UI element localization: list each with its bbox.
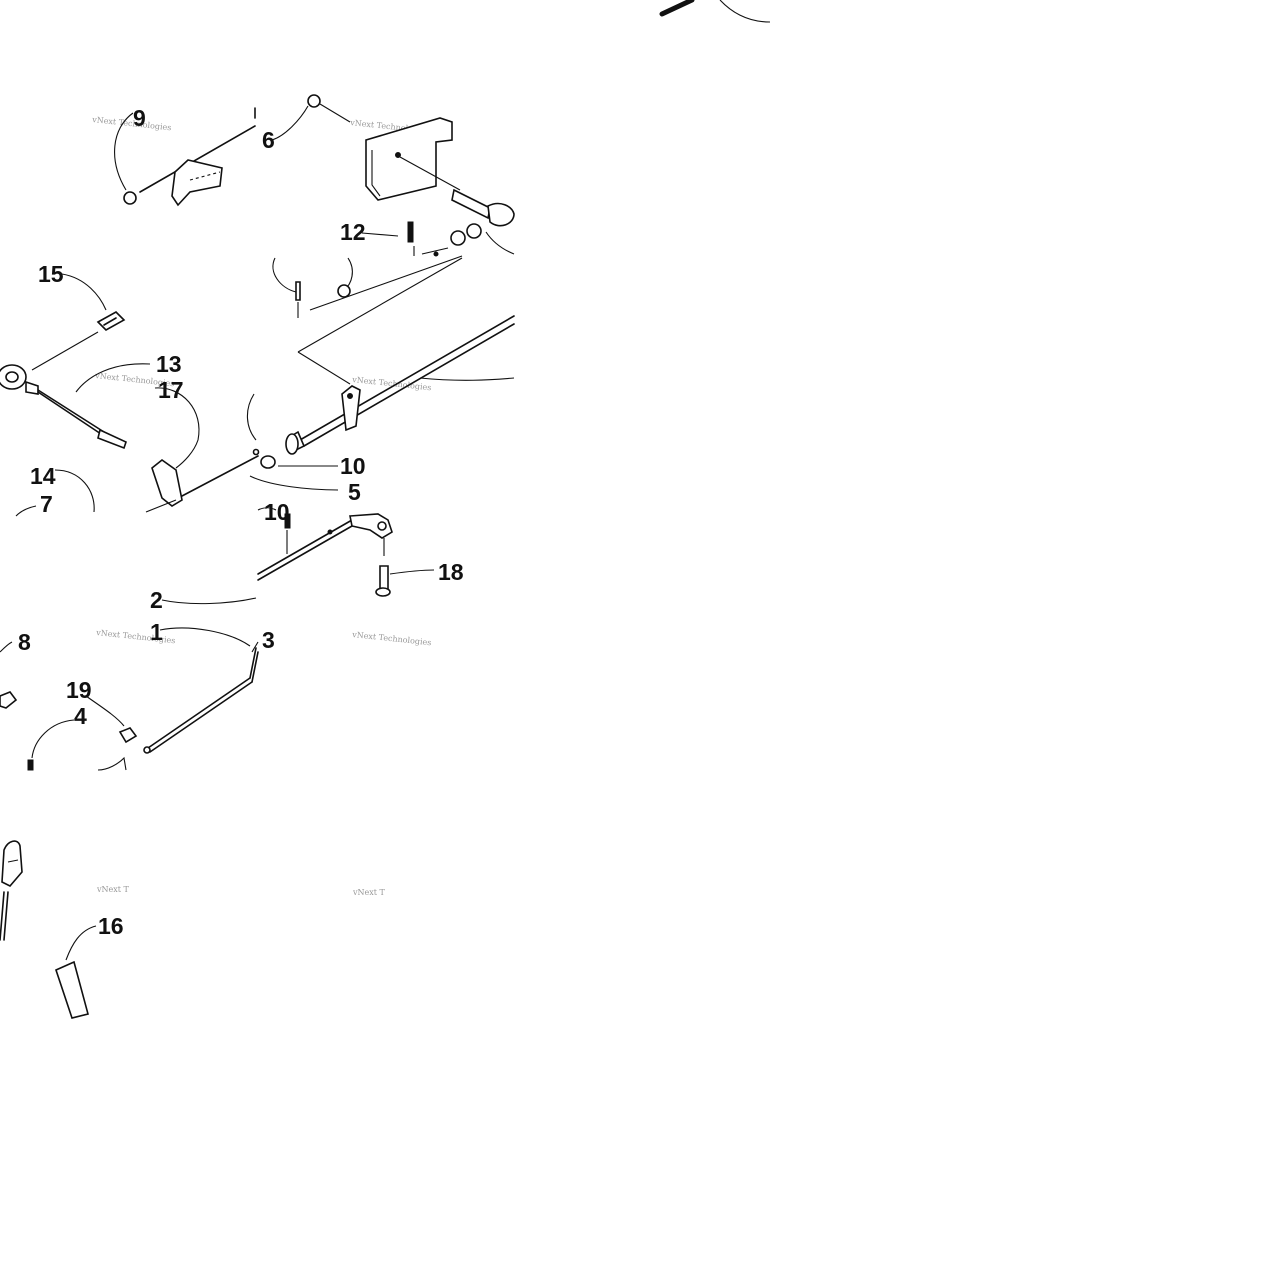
callout-15: 15 [38,261,64,287]
callout-13: 13 [156,351,182,377]
watermark: vNext Technologies [351,630,432,647]
callout-1: 1 [150,619,163,645]
callout-14: 14 [30,463,56,489]
watermark: vNext T [96,885,130,894]
callout-7: 7 [40,491,53,517]
part-13-linkage [0,363,259,513]
handle [0,840,23,941]
callout-3: 3 [262,627,275,653]
callout-10: 10 [340,453,366,479]
part-14-7-leaders [15,469,95,517]
watermark: vNext Technologies [91,115,172,132]
part-16-pad [55,925,97,1019]
callout-6: 6 [262,127,275,153]
callout-labels: 9 6 12 15 13 17 10 14 5 7 10 18 2 1 3 8 … [18,105,464,939]
callout-8: 8 [18,629,31,655]
callout-5: 5 [348,479,361,505]
callout-12: 12 [340,219,366,245]
main-shaft [246,315,515,491]
watermark: vNext Technologies [95,628,176,645]
part-18-lower-linkage [257,507,435,597]
top-fragment [659,0,771,23]
callout-16: 16 [98,913,124,939]
mounting-bracket [365,117,515,227]
callout-10-lower: 10 [264,499,290,525]
callout-17: 17 [158,377,184,403]
callout-18: 18 [438,559,464,585]
part-12-pin [361,221,515,257]
cotter-pin-assembly [272,255,463,353]
part-15-bolt [31,273,126,371]
part-9-lever [114,107,256,207]
callout-9: 9 [133,105,146,131]
callout-2: 2 [150,587,163,613]
watermark: vNext Technologies [351,375,432,392]
watermark: vNext T [352,888,386,897]
part-1-2-3-rod [143,597,259,754]
callout-19: 19 [66,677,92,703]
part-8-19-4 [0,641,138,771]
watermarks: vNext Technologies vNext Technologies vN… [91,115,432,897]
part-6-nut [271,94,351,141]
callout-4: 4 [74,703,87,729]
